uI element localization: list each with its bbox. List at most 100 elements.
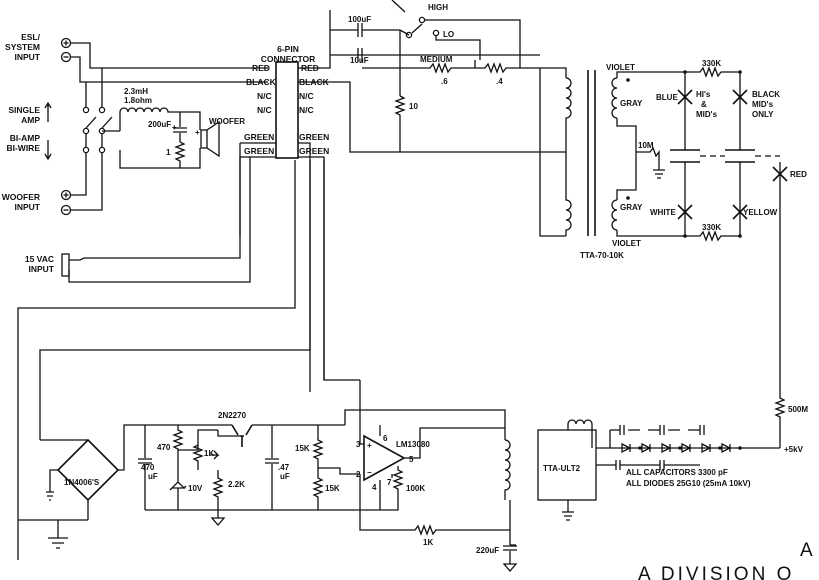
zener-label: 10V: [188, 484, 203, 493]
cap-470-label-2: uF: [148, 472, 158, 481]
woofer-res-1: 1: [119, 141, 186, 169]
cap-220-label: 220uF: [476, 546, 499, 555]
pin-left-black: BLACK: [246, 77, 277, 87]
arrow-up-icon: [44, 101, 52, 122]
company-watermark: A A DIVISION O: [638, 540, 816, 580]
wire-green-to-bias: [323, 160, 360, 381]
esl-input-label-2: SYSTEM: [5, 42, 40, 52]
level-switch: HIGH LO MEDIUM: [391, 0, 521, 68]
bridge-rectifier: 1N4006'S: [40, 424, 145, 520]
cut-mark-blue-icon: [677, 89, 693, 105]
stator-network: 330K 330K BLUE HI's & MID's BLACK MID's …: [650, 59, 807, 242]
woofer-speaker-icon: WOOFER +: [180, 117, 245, 169]
watermark-line-2: A DIVISION O: [638, 564, 794, 580]
opamp-label: LM13080: [396, 440, 430, 449]
plus-5kv-label: +5kV: [784, 445, 804, 454]
res-470: 470: [157, 425, 184, 468]
single-amp-label-1: SINGLE: [8, 105, 40, 115]
vac-input-label-2: INPUT: [29, 264, 55, 274]
cap-plus-sign: +: [172, 123, 177, 132]
connector-body: [275, 61, 299, 159]
opamp-pin-6: 6: [383, 434, 388, 443]
esl-input-label-1: ESL/: [21, 32, 41, 42]
res-04-label: .4: [496, 77, 503, 86]
res-15k-top-label: 15K: [295, 444, 310, 453]
res-330k-top-label: 330K: [702, 59, 721, 68]
woofer-cap-200uf: 200uF +: [148, 112, 187, 142]
black-mids-label-2: MID's: [752, 100, 774, 109]
mode-switch: SINGLE AMP BI-AMP BI-WIRE: [6, 68, 113, 161]
res-500m: 500M +5kV: [774, 162, 808, 454]
woofer-plus-sign: +: [195, 128, 200, 137]
pin-right-green-2: GREEN: [299, 146, 329, 156]
res-2-2k: 2.2K: [212, 470, 245, 510]
his-label-3: MID's: [696, 110, 718, 119]
connector-title-1: 6-PIN: [277, 44, 299, 54]
cap-47-label-2: uF: [280, 472, 290, 481]
res-10m-label: 10M: [638, 141, 654, 150]
pin-left-green-1: GREEN: [244, 132, 274, 142]
cap-470uf: 470 uF: [138, 425, 158, 510]
woofer-inductor: 2.3mH 1.8ohm: [119, 87, 201, 131]
cap-200uf-label: 200uF: [148, 120, 171, 129]
opamp-pin-3: 3: [356, 440, 361, 449]
tx-violet-bottom: VIOLET: [612, 239, 641, 248]
opamp-pin-4: 4: [372, 483, 377, 492]
cap-47uf: .47 uF: [265, 425, 290, 510]
black-mids-label-1: BLACK: [752, 90, 780, 99]
watermark-line-1: A: [800, 540, 816, 561]
wire-tx-secondary: [616, 71, 685, 237]
switch-lo-label: LO: [443, 30, 454, 39]
vac-input-label-1: 15 VAC: [25, 254, 54, 264]
res-22k-label: 2.2K: [228, 480, 245, 489]
wire-bridge-return: [18, 519, 88, 521]
pin-left-nc-2: N/C: [257, 105, 272, 115]
wire-opamp-inputs: [318, 380, 506, 475]
diodes-note: ALL DIODES 25G10 (25mA 10kV): [626, 479, 751, 488]
cap-220uf: 220uF: [476, 544, 518, 572]
res-1-label: 1: [166, 148, 171, 157]
esl-plus-terminal: [60, 37, 72, 49]
res-100k-label: 100K: [406, 484, 425, 493]
biamp-label-2: BI-WIRE: [6, 143, 40, 153]
connector-title-2: CONNECTOR: [261, 54, 316, 64]
cap-470-label-1: 470: [141, 463, 155, 472]
pin-right-nc-1: N/C: [299, 91, 314, 101]
white-label: WHITE: [650, 208, 676, 217]
wire-green-left: [240, 142, 276, 158]
cap-100uf-label: 100uF: [348, 15, 371, 24]
woofer-minus-terminal: [60, 204, 72, 216]
vac-input-connector: 15 VAC INPUT: [25, 157, 251, 283]
pin-right-nc-2: N/C: [299, 105, 314, 115]
opamp-minus: −: [367, 468, 372, 477]
red-label: RED: [790, 170, 807, 179]
cut-mark-black-icon: [732, 89, 748, 105]
esl-input-label-3: INPUT: [15, 52, 41, 62]
res-15k-top: 15K: [295, 425, 324, 468]
cap-10uf: 10uF: [350, 48, 369, 65]
res-15k-bottom: 15K: [312, 468, 340, 510]
switch-medium-label: MEDIUM: [420, 55, 453, 64]
wire-switch-medium: [435, 36, 481, 68]
switch-high-label: HIGH: [428, 3, 448, 12]
tx-violet-top: VIOLET: [606, 63, 635, 72]
bridge-label: 1N4006'S: [64, 478, 100, 487]
transistor-label: 2N2270: [218, 411, 247, 420]
cap-10uf-label: 10uF: [350, 56, 369, 65]
res-1k-fb-label: 1K: [423, 538, 433, 547]
ground-220-icon: [502, 563, 518, 572]
blue-label: BLUE: [656, 93, 678, 102]
wire-noop: [298, 143, 324, 380]
res-500m-label: 500M: [788, 405, 808, 414]
wire-woofer-input: [71, 153, 103, 211]
cut-mark-yellow-icon: [732, 204, 748, 220]
res-10m: 10M: [636, 141, 665, 179]
biamp-label-1: BI-AMP: [10, 133, 41, 143]
res-330k-bottom-label: 330K: [702, 223, 721, 232]
his-label-2: &: [701, 100, 707, 109]
transistor-2n2270: 2N2270: [217, 411, 253, 447]
res-15k-bottom-label: 15K: [325, 484, 340, 493]
cap-100uf: 100uF: [330, 15, 400, 37]
wire-green-to-bridge-1: [17, 160, 296, 560]
woofer-label: WOOFER: [209, 117, 245, 126]
